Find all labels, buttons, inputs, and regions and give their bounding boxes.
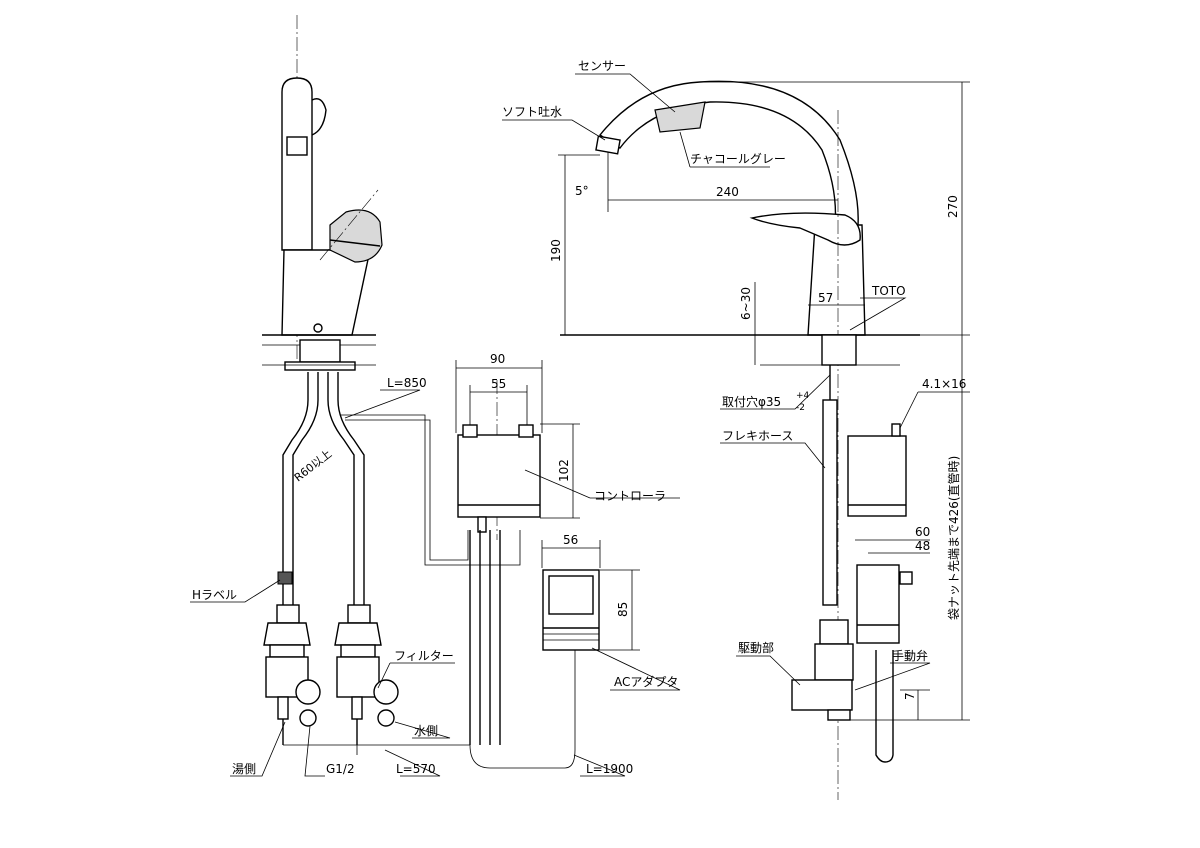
side-view	[558, 80, 970, 800]
label-water-side: 水側	[414, 724, 438, 738]
dim-len-850: L=850	[387, 376, 427, 390]
label-mount-tol-minus: -2	[796, 403, 805, 413]
label-flexible-hose: フレキホース	[722, 429, 793, 443]
label-r60: R60以上	[292, 447, 334, 484]
dim-adapter-height: 85	[616, 602, 630, 617]
leader-lines	[190, 73, 970, 777]
label-filter: フィルター	[394, 649, 454, 663]
dim-height-270: 270	[946, 195, 960, 218]
dim-offset-48: 48	[915, 539, 930, 553]
label-ac-adapter: ACアダプタ	[614, 674, 678, 689]
ac-adapter	[541, 540, 640, 651]
label-soft-spout: ソフト吐水	[502, 105, 562, 119]
label-hot-side: 湯側	[232, 762, 256, 776]
mount-hole-text: 取付穴φ35	[722, 394, 781, 409]
text-labels: センサー ソフト吐水 チャコールグレー TOTO 取付穴φ35 +4 -2 フレ…	[192, 59, 966, 776]
label-controller: コントローラ	[594, 489, 666, 503]
controller	[455, 360, 591, 769]
label-drive-unit: 駆動部	[738, 640, 774, 655]
label-charcoal-gray: チャコールグレー	[690, 152, 786, 166]
front-view	[262, 15, 521, 755]
dim-base-width: 57	[818, 291, 833, 305]
label-mount-hole: 取付穴φ35	[722, 394, 781, 409]
label-sensor: センサー	[578, 59, 626, 73]
label-screw: 4.1×16	[922, 377, 966, 391]
dim-spout-reach: 240	[716, 185, 739, 199]
label-toto: TOTO	[871, 284, 906, 298]
dim-offset-60: 60	[915, 525, 930, 539]
dim-len-1900: L=1900	[586, 762, 633, 776]
dim-angle: 5°	[575, 184, 589, 198]
dim-valve-7: 7	[903, 692, 917, 700]
dim-height-190: 190	[549, 239, 563, 262]
label-manual-valve: 手動弁	[892, 648, 928, 663]
label-g12: G1/2	[326, 762, 355, 776]
dim-ctrl-width: 90	[490, 352, 505, 366]
label-mount-tol-plus: +4	[796, 391, 810, 401]
dim-counter-thickness: 6~30	[739, 287, 753, 320]
dim-adapter-width: 56	[563, 533, 578, 547]
label-bag-nut: 袋ナット先端まで426(直管時)	[946, 456, 961, 620]
dim-ctrl-height: 102	[557, 459, 571, 482]
dim-ctrl-mount: 55	[491, 377, 506, 391]
dim-len-570: L=570	[396, 762, 436, 776]
label-h-label: Hラベル	[192, 588, 237, 602]
